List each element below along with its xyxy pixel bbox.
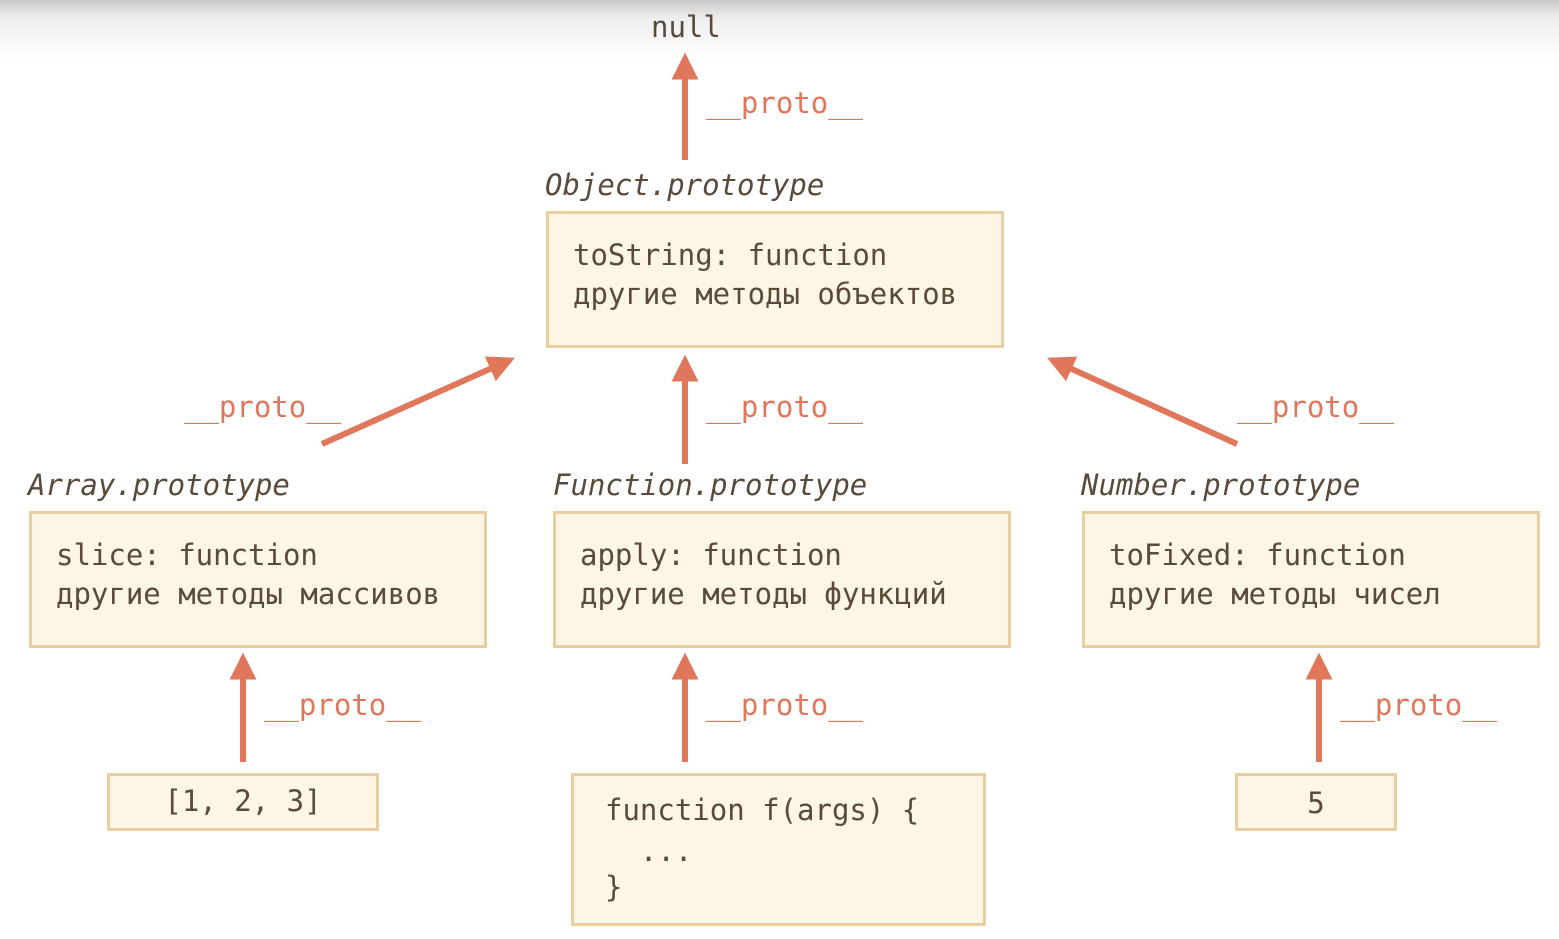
function-prototype-line-1: apply: function	[580, 538, 842, 572]
proto-label-number: __proto__	[1237, 390, 1395, 424]
number-instance-box: 5	[1235, 773, 1397, 831]
null-label: null	[651, 10, 721, 44]
function-prototype-title: Function.prototype	[553, 468, 868, 502]
function-prototype-line-2: другие методы функций	[580, 577, 947, 611]
array-instance-value: [1, 2, 3]	[164, 784, 322, 818]
array-prototype-line-1: slice: function	[56, 538, 318, 572]
function-instance-line-1: function f(args) {	[605, 793, 920, 827]
array-prototype-title: Array.prototype	[28, 468, 290, 502]
object-prototype-line-2: другие методы объектов	[573, 277, 958, 311]
object-prototype-title: Object.prototype	[545, 168, 825, 202]
array-prototype-line-2: другие методы массивов	[56, 577, 441, 611]
number-instance-value: 5	[1307, 786, 1325, 820]
object-prototype-box: toString: function другие методы объекто…	[546, 211, 1004, 348]
proto-label-object: __proto__	[706, 86, 864, 120]
function-instance-box: function f(args) { ... }	[571, 773, 986, 926]
object-prototype-line-1: toString: function	[573, 238, 888, 272]
number-prototype-box: toFixed: function другие методы чисел	[1082, 511, 1540, 648]
proto-label-number-instance: __proto__	[1340, 688, 1498, 722]
number-prototype-line-1: toFixed: function	[1109, 538, 1406, 572]
arrow-number-to-object	[1047, 356, 1239, 447]
top-shadow	[0, 0, 1559, 70]
function-prototype-box: apply: function другие методы функций	[553, 511, 1011, 648]
function-instance-line-2: ...	[605, 834, 693, 868]
proto-label-function: __proto__	[706, 390, 864, 424]
array-instance-box: [1, 2, 3]	[107, 773, 379, 831]
number-prototype-line-2: другие методы чисел	[1109, 577, 1441, 611]
number-prototype-title: Number.prototype	[1081, 468, 1361, 502]
proto-label-array-instance: __proto__	[264, 688, 422, 722]
arrow-array-to-object	[320, 356, 515, 447]
proto-label-function-instance: __proto__	[706, 688, 864, 722]
function-instance-line-3: }	[605, 870, 623, 904]
proto-label-array: __proto__	[184, 390, 342, 424]
array-prototype-box: slice: function другие методы массивов	[29, 511, 487, 648]
